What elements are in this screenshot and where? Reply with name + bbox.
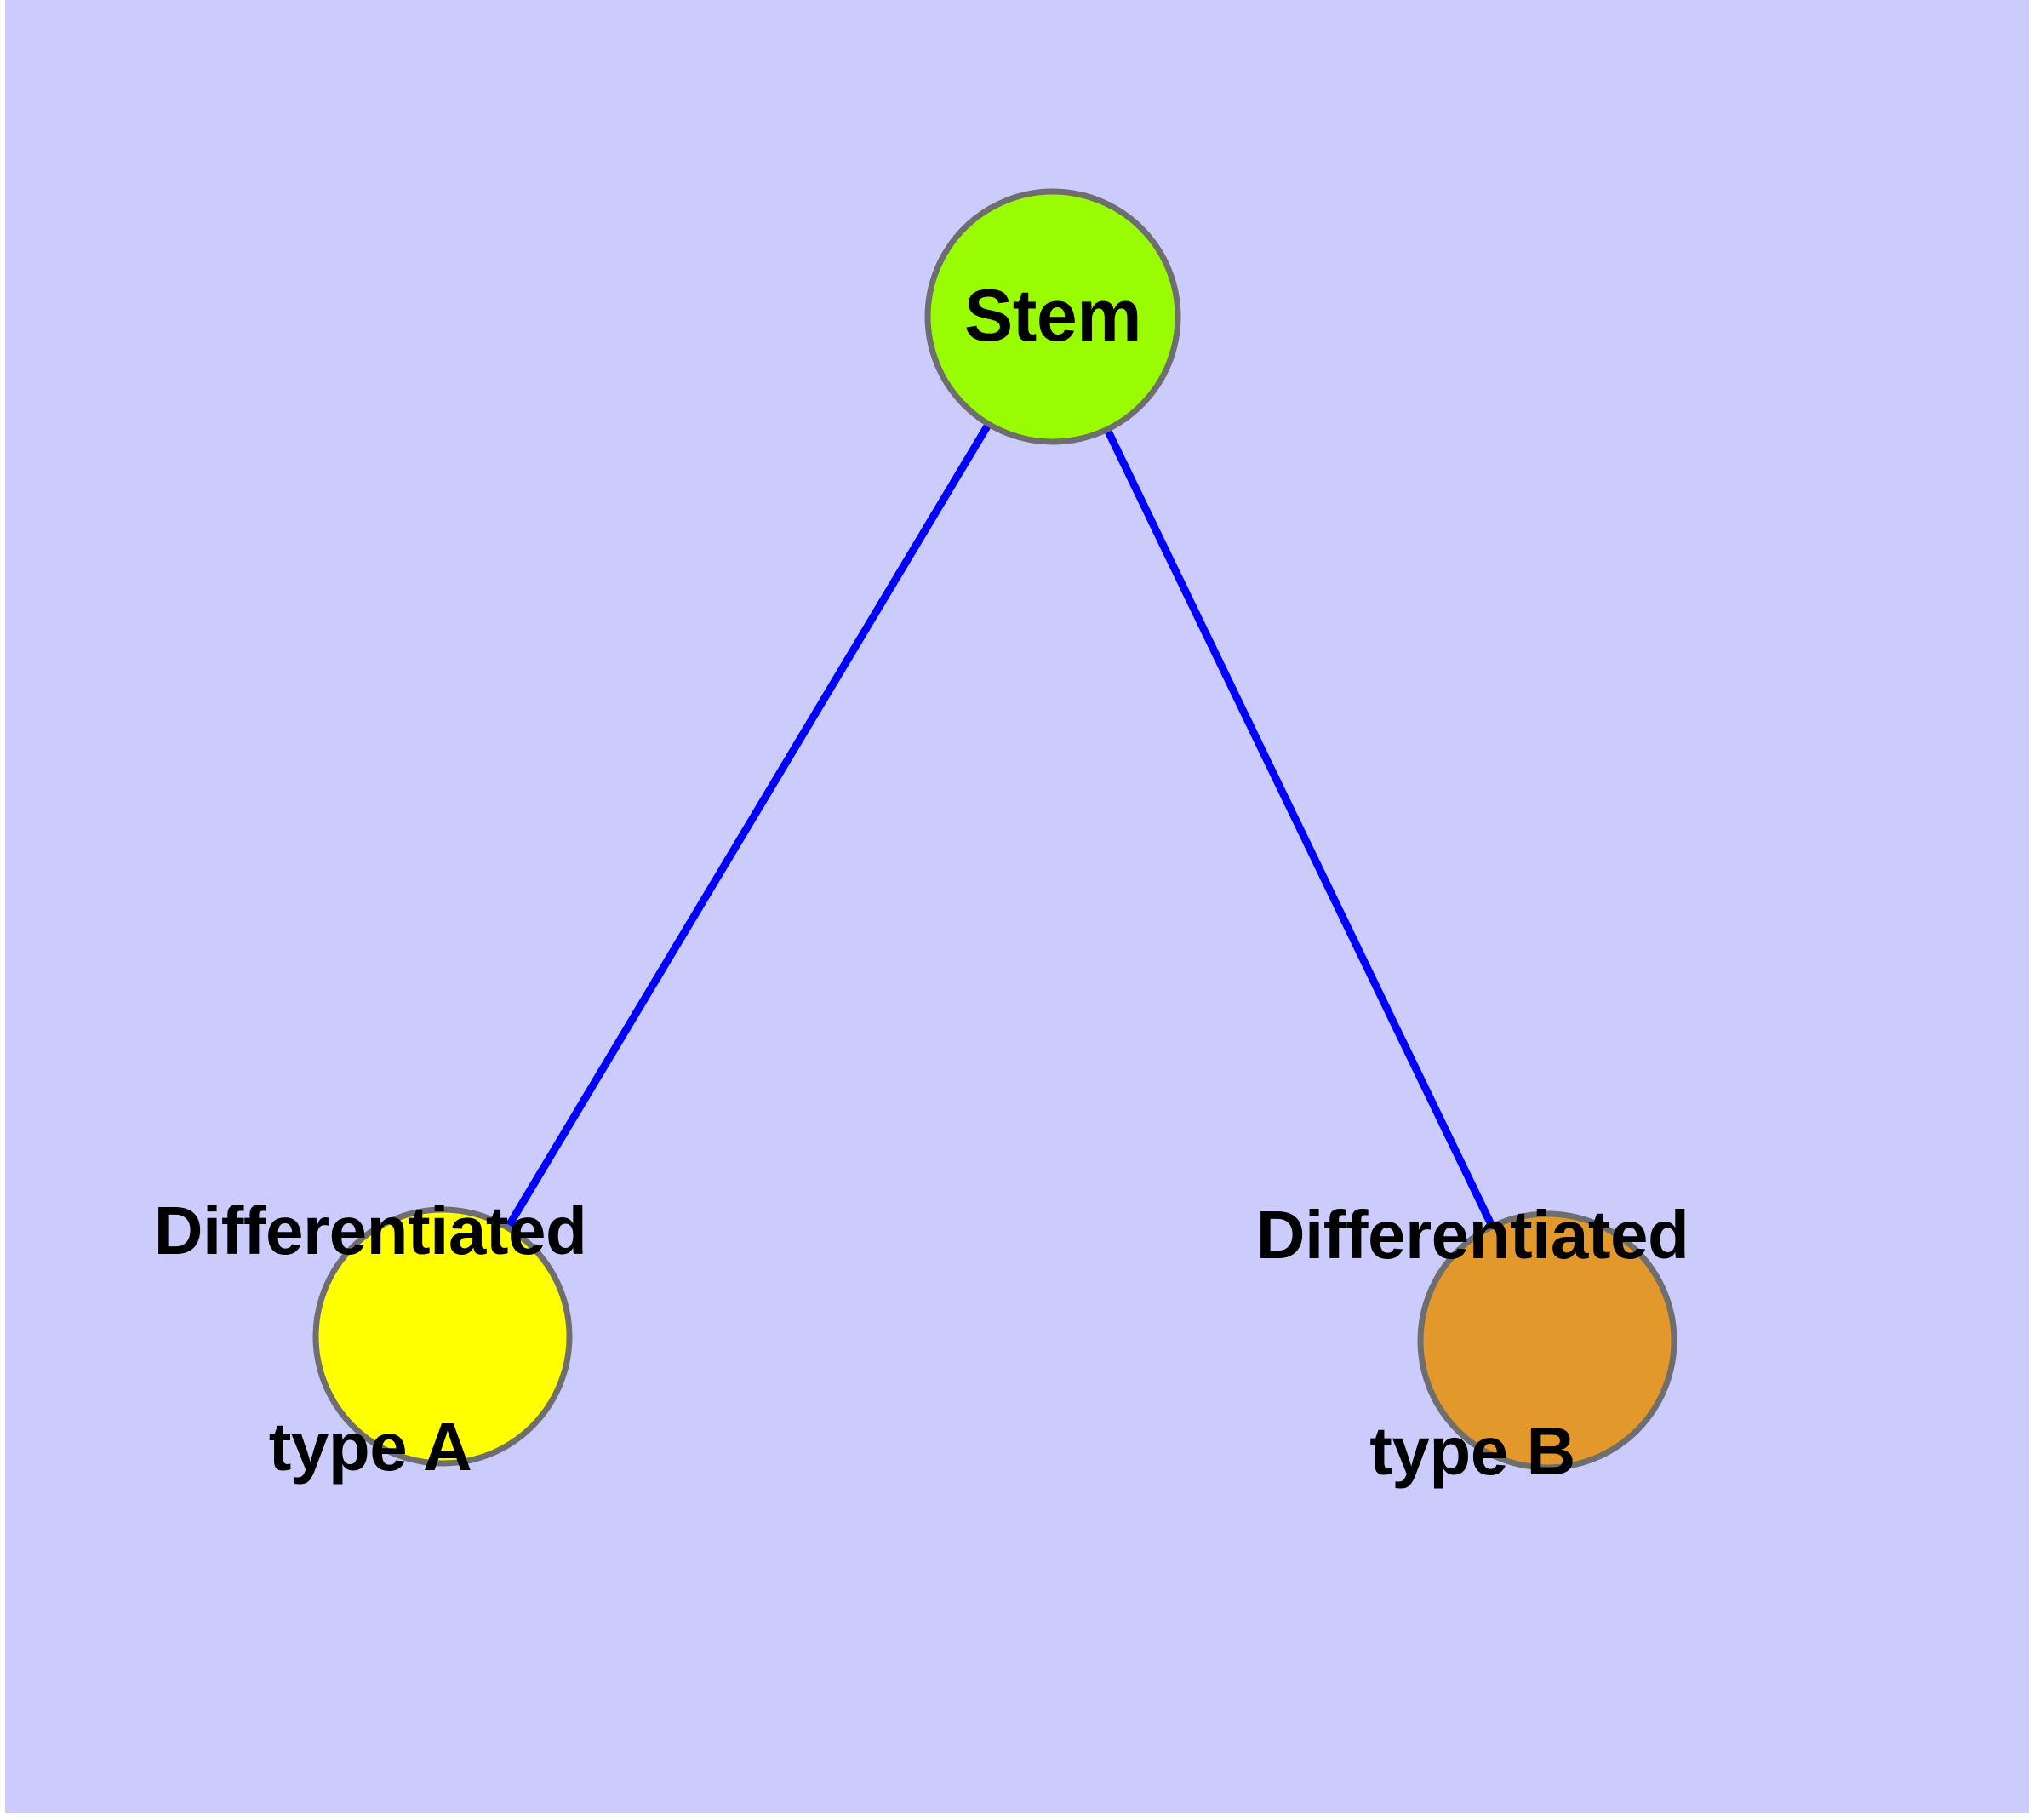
node-layer <box>312 188 1677 1471</box>
edge-layer <box>439 314 1552 1342</box>
edge-stem-to-differentiated-type-b[interactable] <box>1049 315 1552 1342</box>
node-differentiated-type-a[interactable] <box>312 1206 573 1467</box>
node-differentiated-type-b[interactable] <box>1417 1210 1677 1471</box>
edge-stem-to-differentiated-type-a[interactable] <box>439 314 1056 1339</box>
node-stem[interactable] <box>924 188 1181 445</box>
